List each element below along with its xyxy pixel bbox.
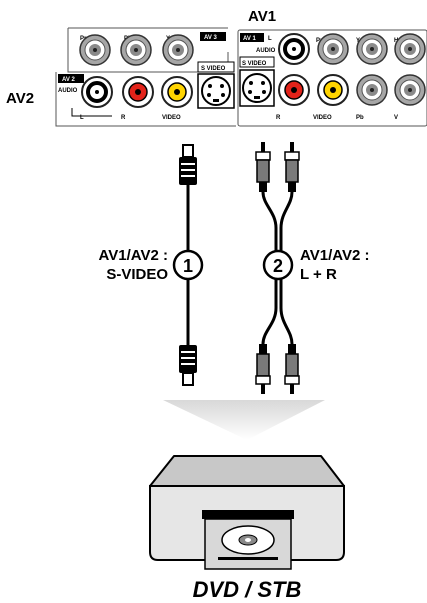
cable2-label-line1: AV1/AV2 : [300, 247, 369, 264]
cable2-number: 2 [273, 256, 283, 276]
av2-audio-r-socket[interactable] [122, 76, 154, 108]
av1-audio-l-socket[interactable] [278, 33, 310, 65]
av3-pb-socket[interactable] [120, 34, 152, 66]
av3-tag: AV 3 [204, 35, 218, 41]
av1-svideo-label-box [239, 56, 275, 68]
av1-r-label: R [276, 115, 281, 121]
cable1-number-badge: 1 [172, 249, 204, 281]
av1-v-socket[interactable] [394, 74, 426, 106]
device-top [149, 455, 345, 487]
av1-video-socket[interactable] [317, 74, 349, 106]
av1-y-socket[interactable] [356, 33, 388, 65]
av2-tag: AV 2 [62, 77, 76, 83]
cable2-number-badge: 2 [262, 249, 294, 281]
av1-video-label: VIDEO [313, 115, 332, 121]
av1-tag: AV 1 [243, 36, 257, 42]
svideo-cable [179, 144, 197, 386]
av2-audio-label: AUDIO [58, 88, 78, 94]
svideo-plug-top [179, 144, 197, 185]
cable1-number: 1 [183, 256, 193, 276]
av3-y-socket[interactable] [162, 34, 194, 66]
cable1-label-line2: S-VIDEO [106, 266, 168, 283]
av1-h-socket[interactable] [394, 33, 426, 65]
av1-l-label: L [268, 36, 272, 42]
rca-plug-bottom-left [255, 344, 271, 394]
av1-pr-socket[interactable] [317, 33, 349, 65]
av1-outline [237, 29, 427, 127]
av2-side-label: AV2 [6, 90, 34, 107]
rca-plug-top-right [284, 142, 300, 192]
connector-panel: AV1 AV2 AV 3 Pr Pb Y AV 2 [6, 8, 427, 127]
av1-svideo-socket[interactable] [239, 69, 275, 107]
dvd-stb-device [149, 455, 345, 570]
av1-audio-label: AUDIO [256, 48, 276, 54]
rca-plug-top-left [255, 142, 271, 192]
av1-h-label: H [394, 38, 398, 44]
pointer-beam [163, 400, 325, 440]
av1-title: AV1 [248, 8, 276, 25]
svideo-plug-bottom [179, 345, 197, 386]
av2-lr-bracket [71, 108, 112, 117]
av1-v-label: V [394, 115, 398, 121]
disc-tray[interactable] [204, 518, 292, 570]
av1-pb-label: Pb [356, 115, 364, 121]
av1-pb-socket[interactable] [356, 74, 388, 106]
av2-audio-l-socket[interactable] [81, 76, 113, 108]
rca-plug-bottom-right [284, 344, 300, 394]
cable1-label-line1: AV1/AV2 : [99, 247, 168, 264]
av3-pr-label: Pr [80, 36, 87, 42]
av2-r-label: R [121, 115, 126, 121]
av1-y-label: Y [356, 38, 360, 44]
av2-svideo-socket[interactable] [197, 73, 235, 109]
av2-video-socket[interactable] [161, 76, 193, 108]
av2-l-label: L [80, 115, 84, 121]
av2-video-label: VIDEO [162, 115, 181, 121]
av3-tag-bg [200, 32, 226, 41]
cable2-label-line2: L + R [300, 266, 337, 283]
av2-svideo-label: S VIDEO [201, 66, 226, 72]
av3-pr-socket[interactable] [79, 34, 111, 66]
disc-slot [202, 510, 294, 519]
av2-tag-bg [58, 74, 84, 83]
av1-audio-r-socket[interactable] [278, 74, 310, 106]
av2-svideo-label-box [197, 61, 235, 73]
av2-outline [55, 72, 236, 127]
av1-svideo-label: S VIDEO [242, 61, 267, 67]
device-label: DVD / STB [193, 577, 302, 602]
av1-tag-bg [240, 33, 264, 42]
